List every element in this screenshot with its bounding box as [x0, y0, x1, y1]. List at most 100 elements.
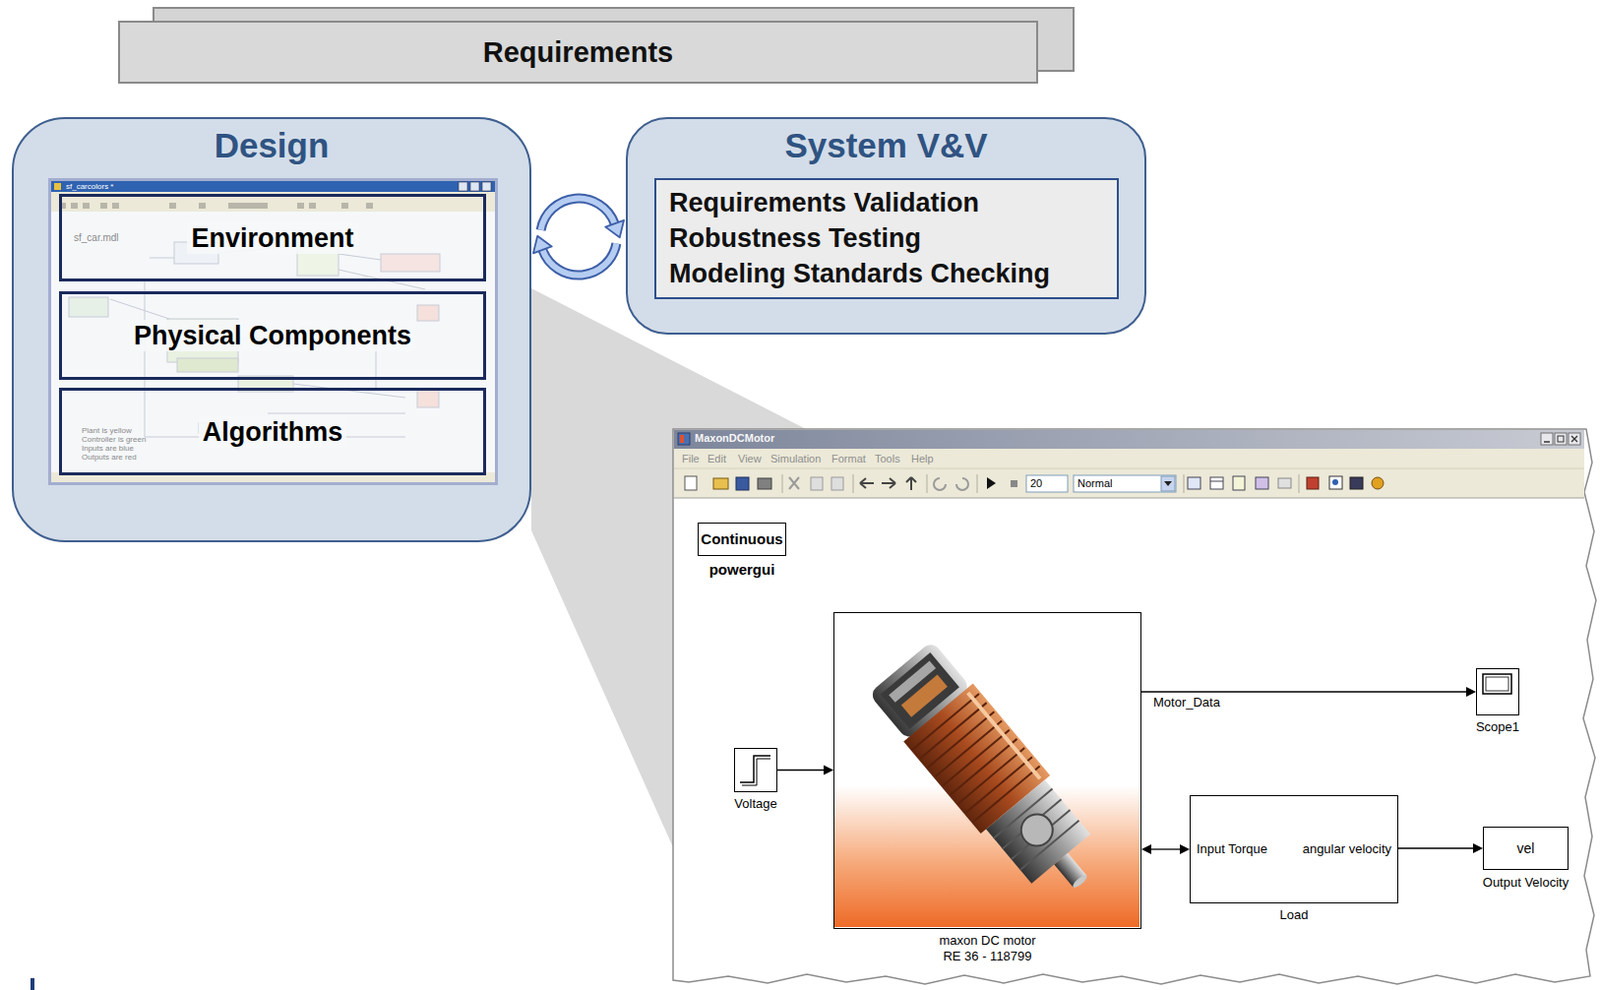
scope-block: Scope1 — [1476, 668, 1520, 716]
model-window-frame-part — [713, 478, 729, 490]
model-window-frame-part — [1278, 478, 1292, 489]
menu-item: Edit — [707, 452, 727, 466]
menu-item: Help — [911, 452, 934, 466]
cycle-arrows-part — [533, 236, 553, 254]
dc-motor-block-part-part-part — [1014, 807, 1059, 853]
signal-name: Motor_Data — [1151, 694, 1223, 711]
signal-line-part — [1141, 690, 1468, 692]
signal-line — [1398, 843, 1483, 854]
model-window-frame-part — [1026, 475, 1068, 493]
block-label: Scope1 — [1476, 719, 1520, 736]
model-window-frame-part — [1183, 474, 1185, 493]
stop-time-field: 20 — [1030, 477, 1043, 491]
model-window-frame-part — [1073, 475, 1176, 493]
cycle-arrows-part — [541, 198, 616, 231]
dc-motor-block-part-part-part — [1071, 873, 1090, 890]
model-window-frame-part — [684, 476, 697, 491]
model-screenshot-part-part-part — [70, 202, 78, 209]
model-screenshot-part-part-part — [110, 246, 426, 319]
model-window-frame-part — [679, 434, 684, 443]
model-note: Controller is green — [81, 434, 146, 444]
model-window-frame-part — [1554, 432, 1567, 445]
model-window-frame-part — [677, 432, 690, 445]
model-screenshot-part-part-part — [228, 202, 268, 209]
simulink-window: MaxonDCMotorContinuouspowerguiVoltagemax… — [673, 429, 1583, 985]
output-port-block: velOutput Velocity — [1482, 826, 1569, 870]
requirements-band: Requirements — [118, 20, 1039, 84]
list-item: Robustness Testing — [669, 220, 922, 256]
cycle-arrows-part — [542, 243, 616, 275]
signal-line — [777, 765, 834, 776]
signal-line-part — [1398, 847, 1475, 849]
model-window-frame-part — [736, 477, 749, 491]
model-file-name: sf_car.mdl — [73, 232, 120, 245]
model-window-frame-part — [674, 430, 1585, 449]
dc-motor-block-part — [834, 613, 1140, 927]
model-window-frame-part — [1187, 477, 1201, 490]
model-screenshot-part-part — [68, 232, 440, 437]
band-title: Environment — [186, 222, 358, 254]
model-window-frame-part — [1164, 481, 1172, 487]
model-window-frame-part — [1010, 480, 1018, 488]
window-title: sf_carcolors * — [65, 181, 114, 192]
window-title: MaxonDCMotor — [694, 430, 775, 446]
list-item: Modeling Standards Checking — [669, 255, 1050, 292]
model-window-frame-part — [757, 478, 772, 490]
model-note: Plant is yellow — [81, 426, 132, 435]
signal-line-part — [1150, 848, 1181, 850]
panel-title: Design — [13, 124, 530, 167]
design-panel: Design sf_carcolors * EnvironmentPhysical … — [11, 117, 532, 543]
menu-item: File — [681, 452, 700, 466]
model-window-frame-part — [1350, 477, 1363, 490]
model-window-frame-part — [1540, 432, 1553, 445]
cycle-arrows — [533, 198, 624, 276]
step-block-part-part — [741, 758, 771, 786]
corner-logo-mark-part — [30, 978, 35, 990]
signal-line-part — [1473, 843, 1483, 854]
scope-block-part-part — [1485, 676, 1509, 691]
cycle-arrows-part — [542, 243, 616, 275]
model-screenshot-part-part — [458, 182, 468, 191]
model-window-frame-part — [782, 474, 784, 493]
model-window-frame-part — [986, 477, 996, 490]
block-text: vel — [1517, 840, 1536, 858]
model-screenshot-part-part-part — [177, 358, 239, 372]
model-screenshot-part-part — [54, 183, 62, 190]
model-screenshot-part-part-part — [417, 389, 439, 408]
layer-band: Physical Components — [59, 291, 487, 380]
model-screenshot-part-part-part — [341, 202, 349, 209]
model-screenshot-part-part-part — [198, 202, 206, 209]
port-label: angular velocity — [1302, 841, 1392, 858]
zoom-projection — [531, 288, 806, 848]
model-window-frame-part — [853, 474, 855, 493]
step-block: Voltage — [734, 747, 778, 793]
load-subsystem: Input Torqueangular velocityLoad — [1189, 795, 1399, 904]
model-window-frame-part — [977, 474, 979, 493]
signal-line-part — [777, 769, 825, 771]
model-screenshot-part-part-part — [380, 253, 440, 272]
model-window-frame-part — [933, 478, 946, 491]
menu-item: Simulation — [770, 452, 821, 466]
block-label: powergui — [709, 560, 776, 579]
model-window-frame-part — [1571, 435, 1578, 442]
model-screenshot-part-part — [59, 202, 373, 209]
model-screenshot-part-part-part — [144, 279, 406, 437]
dc-motor-block-part-part-part — [968, 692, 1041, 779]
model-window-frame-part — [674, 448, 1585, 469]
band-title: Algorithms — [198, 416, 348, 448]
model-screenshot-part-part-part — [112, 202, 120, 209]
model-screenshot-part-part — [470, 182, 480, 191]
model-screenshot-part-part-part — [169, 202, 177, 209]
model-window-frame-part — [673, 429, 1597, 985]
signal-line-part — [823, 765, 834, 776]
model-window-frame-part — [810, 477, 823, 491]
model-screenshot-part-part — [482, 182, 492, 191]
scope-block-part — [1476, 669, 1518, 714]
dc-motor-block-part-part — [834, 613, 1140, 927]
model-screenshot-part-part-part — [297, 202, 305, 209]
model-window-frame-part — [1371, 477, 1384, 490]
signal-line — [1141, 844, 1190, 855]
model-window-frame-part — [831, 477, 844, 491]
menu-item: Format — [831, 452, 866, 466]
dc-motor-block-part-part — [865, 637, 1117, 913]
